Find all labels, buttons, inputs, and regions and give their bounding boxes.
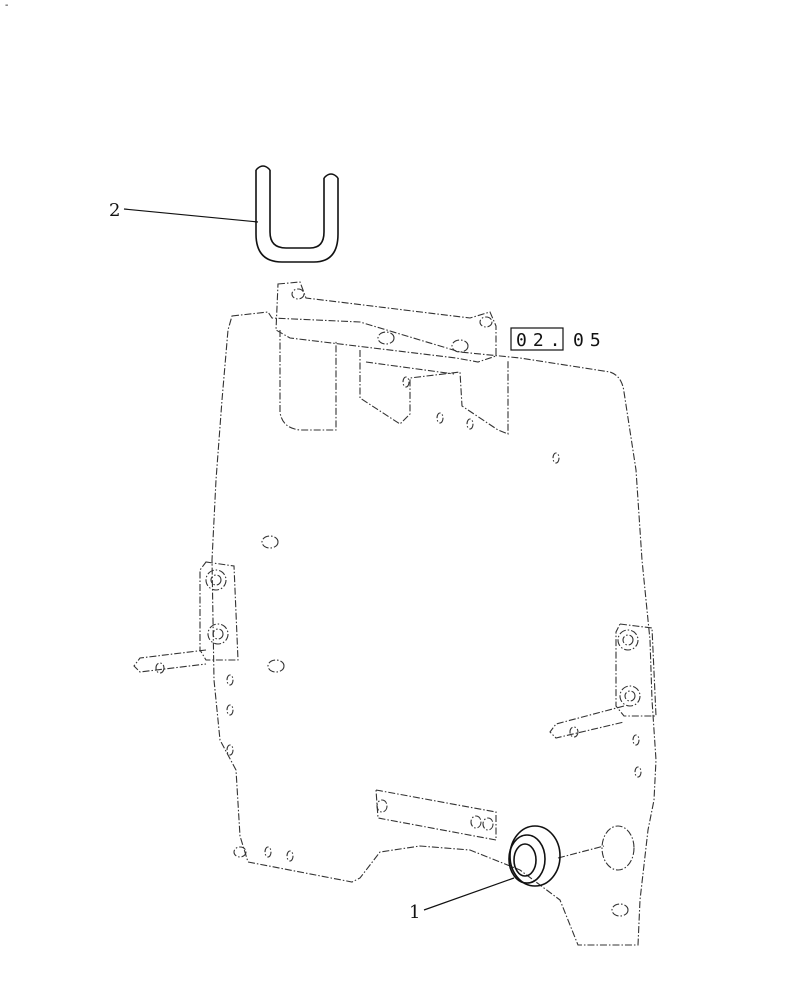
- reference-boxed-text: 02.: [516, 330, 567, 351]
- left-bracket: [133, 535, 285, 756]
- panel-opening: [557, 825, 635, 871]
- callout-2-leader: [123, 208, 259, 223]
- right-bracket: [549, 623, 657, 917]
- grommet-part: [508, 825, 561, 887]
- reference-code[interactable]: 02. 05: [510, 327, 607, 351]
- lower-plate: [233, 789, 497, 862]
- reference-rest-text: 05: [573, 330, 607, 351]
- panel-outline: [211, 311, 657, 946]
- u-bolt-part: [255, 165, 339, 263]
- reference-box: [510, 327, 564, 351]
- callout-2-label: 2: [109, 200, 120, 221]
- callout-1-label: 1: [409, 902, 420, 923]
- corner-mark: -: [5, 0, 8, 11]
- callout-1-leader: [423, 877, 515, 911]
- top-bracket: [275, 281, 560, 464]
